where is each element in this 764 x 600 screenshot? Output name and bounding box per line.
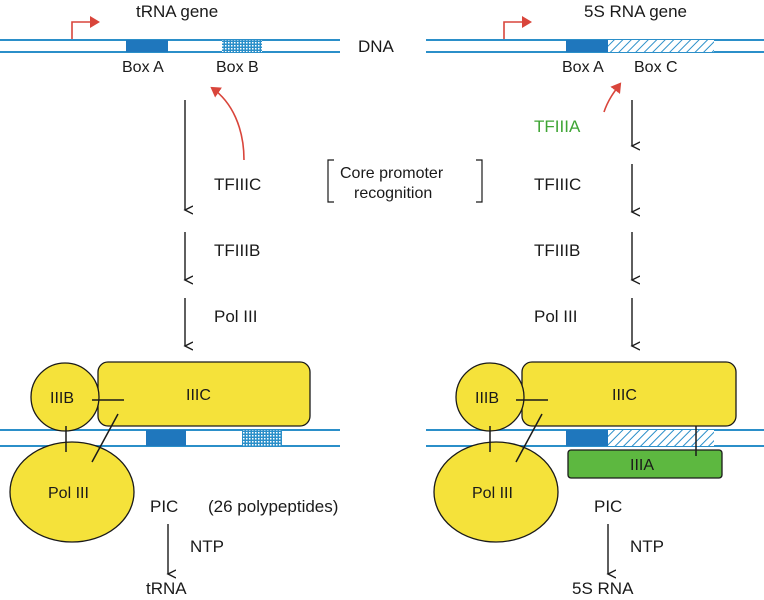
trna-tss-arrow — [71, 16, 100, 40]
rna5s-connector-c-pol — [515, 413, 543, 463]
rna5s-box-a — [566, 40, 608, 52]
core-promoter-label-line1: Core promoter — [340, 165, 444, 182]
core-promoter-bracket: Core promoter recognition — [327, 159, 483, 203]
trna-box-b-label: Box B — [216, 59, 259, 76]
trna-iiic-label: IIIC — [186, 387, 211, 404]
tfiiia-label: TFIIIA — [534, 117, 581, 136]
trna-connector-c-pol — [91, 413, 119, 463]
rna5s-iiia-block — [567, 449, 723, 479]
rna5s-pic-label: PIC — [594, 497, 622, 516]
rna5s-ntp-label: NTP — [630, 537, 664, 556]
rna5s-dna-top — [426, 39, 764, 53]
trna-dna-complex — [0, 429, 340, 447]
trna-box-a — [126, 40, 168, 52]
trna-iiib-circle — [30, 362, 100, 432]
rna5s-binding-arrow — [603, 82, 622, 113]
rna5s-pol3-label: Pol III — [534, 307, 577, 326]
rna5s-panel: 5S RNA gene Box A Box C TFIIIA TFIIIC TF… — [426, 2, 764, 598]
rna5s-box-c — [608, 40, 714, 52]
rna5s-tss-arrow — [503, 16, 532, 40]
rna5s-box-a-label: Box A — [562, 59, 604, 76]
rna5s-dna-complex — [426, 429, 764, 447]
trna-pol3-complex-label: Pol III — [48, 485, 89, 502]
trna-panel: tRNA gene Box A Box B TFIIIC TFIIIB Pol … — [0, 2, 340, 598]
trna-dna-top — [0, 39, 340, 53]
rna5s-iiib-label: IIIB — [475, 390, 499, 407]
rna5s-tfiiic-label: TFIIIC — [534, 175, 581, 194]
rna5s-pol3-complex-label: Pol III — [472, 485, 513, 502]
rna5s-iiia-label: IIIA — [630, 457, 654, 474]
trna-tfiiic-label: TFIIIC — [214, 175, 261, 194]
rna5s-iiic-label: IIIC — [612, 387, 637, 404]
rna5s-gene-label: 5S RNA gene — [584, 2, 687, 21]
trna-iiib-label: IIIB — [50, 390, 74, 407]
trna-box-b — [222, 40, 262, 52]
rna5s-box-c-label: Box C — [634, 59, 678, 76]
core-promoter-label-line2: recognition — [354, 185, 432, 202]
trna-pol3-label: Pol III — [214, 307, 257, 326]
rna5s-product-label: 5S RNA — [572, 579, 634, 598]
rna5s-pol3-ellipse — [433, 441, 559, 543]
rna5s-tfiiib-label: TFIIIB — [534, 241, 580, 260]
polypeptides-label: (26 polypeptides) — [208, 497, 338, 516]
dna-label: DNA — [358, 37, 395, 56]
trna-ntp-label: NTP — [190, 537, 224, 556]
trna-binding-arrow — [210, 86, 245, 161]
trna-tfiiib-label: TFIIIB — [214, 241, 260, 260]
trna-product-label: tRNA — [146, 579, 187, 598]
trna-gene-label: tRNA gene — [136, 2, 218, 21]
trna-pol3-ellipse — [9, 441, 135, 543]
trna-box-a-label: Box A — [122, 59, 164, 76]
trna-pic-label: PIC — [150, 497, 178, 516]
